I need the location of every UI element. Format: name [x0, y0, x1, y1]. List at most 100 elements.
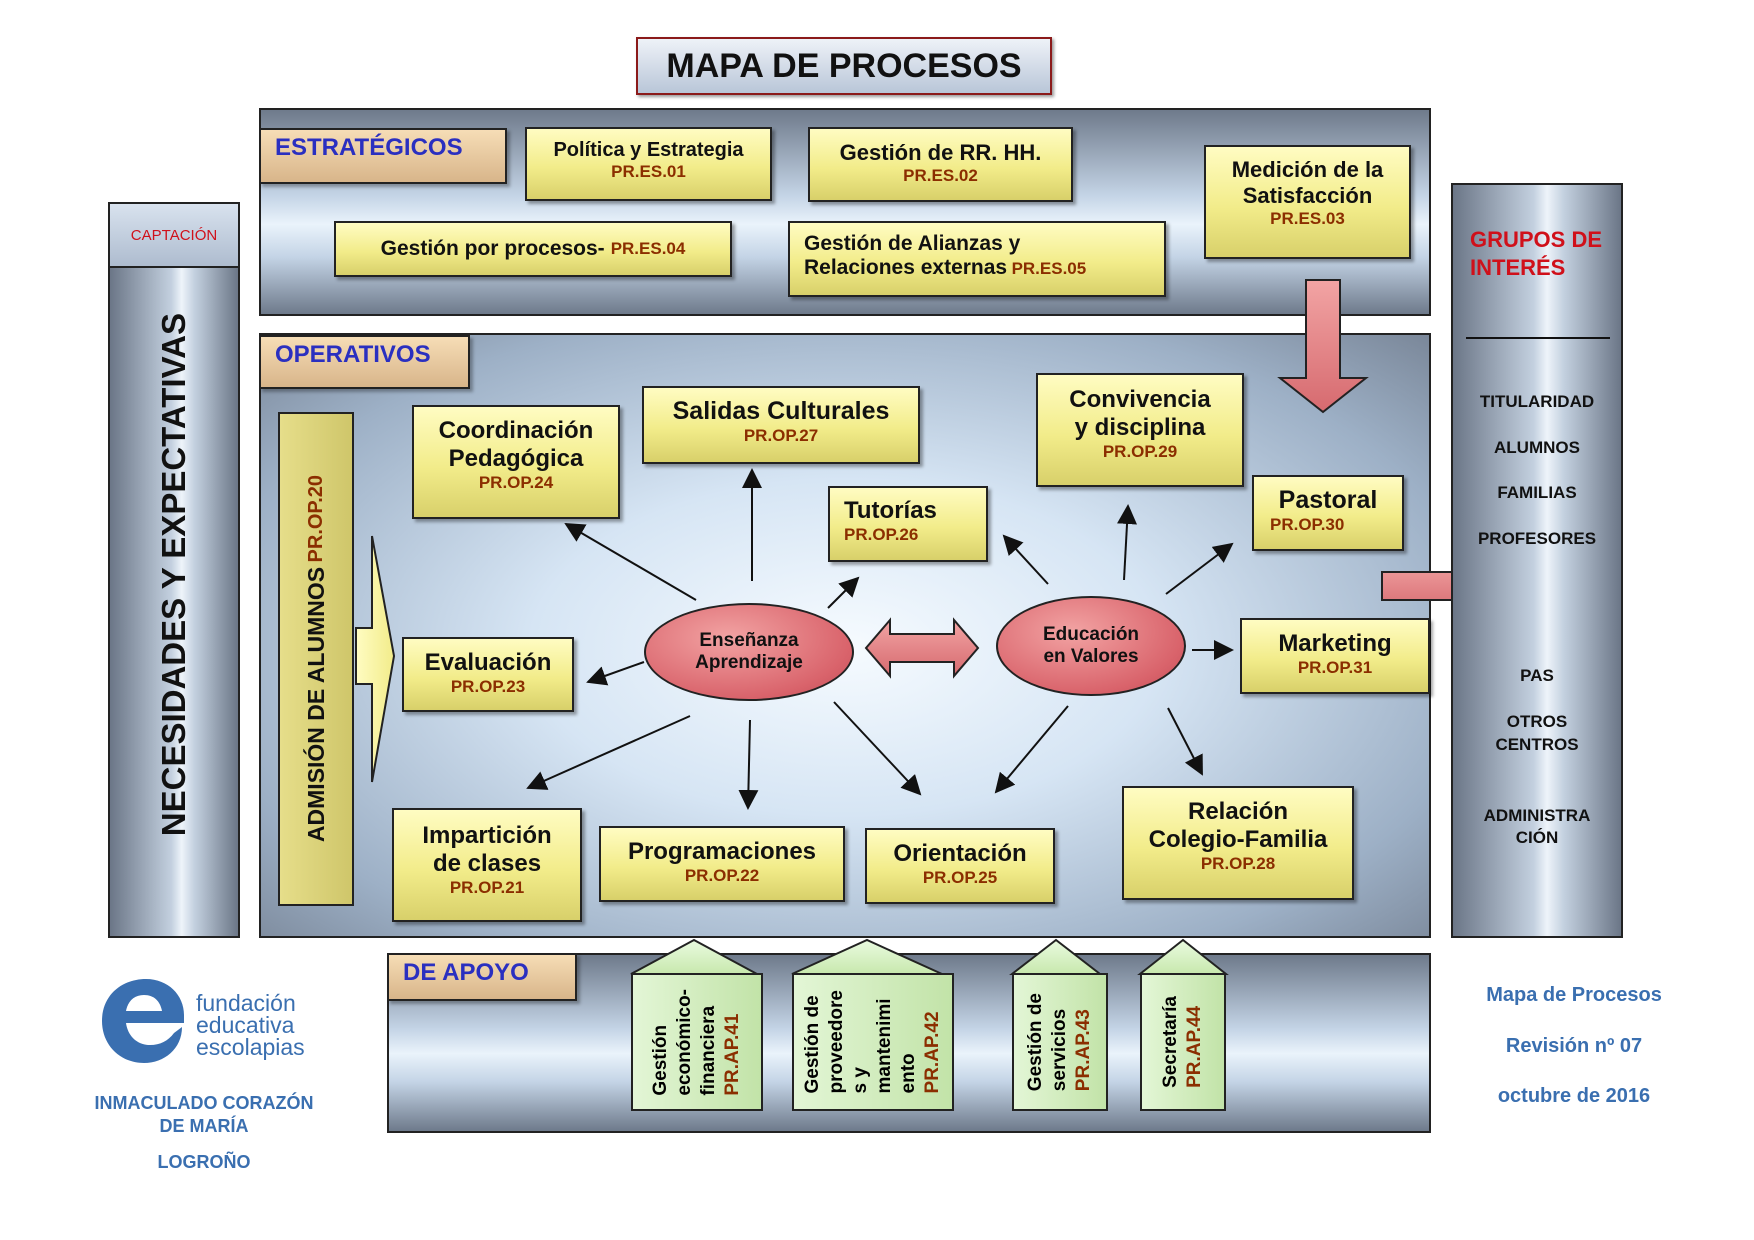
- logo-line3: escolapias: [196, 1034, 305, 1060]
- box-marketing: Marketing PR.OP.31: [1240, 618, 1430, 694]
- arrow-to-imparticion: [526, 715, 691, 790]
- operativos-tag: OPERATIVOS: [259, 335, 470, 389]
- satisfaccion-line2: Satisfacción: [1242, 183, 1373, 208]
- alianzas-line1: Gestión de Alianzas y: [804, 232, 1021, 255]
- apoyo-arrow-42: [791, 938, 943, 975]
- orientacion-line1: Orientación: [893, 840, 1027, 867]
- grupo-familias: FAMILIAS: [1497, 483, 1577, 502]
- title-box: MAPA DE PROCESOS: [636, 37, 1052, 95]
- school-line1: INMACULADO CORAZÓN: [94, 1093, 314, 1113]
- box-satisfaccion: Medición de la Satisfacción PR.ES.03: [1204, 145, 1411, 259]
- apoyo-42-l4: mantenimi: [874, 998, 895, 1094]
- admision-column: ADMISIÓN DE ALUMNOS PR.OP.20: [278, 412, 354, 906]
- convivencia-line1: Convivencia: [1069, 386, 1211, 413]
- arrow-to-orientacion: [833, 701, 922, 796]
- rrhh-name: Gestión de RR. HH.: [839, 140, 1042, 165]
- grupo-administra: ADMINISTRA: [1483, 806, 1591, 825]
- arrow-to-tutorias-2: [1002, 534, 1049, 585]
- apoyo-col-44: Secretaría PR.AP.44: [1140, 973, 1226, 1111]
- box-politica: Política y Estrategia PR.ES.01: [525, 127, 772, 201]
- grupos-column: [1451, 183, 1623, 938]
- admision-arrow: [355, 535, 396, 783]
- arrow-to-tutorias: [827, 576, 860, 609]
- box-programaciones: Programaciones PR.OP.22: [599, 826, 845, 902]
- apoyo-44-l1: Secretaría: [1160, 996, 1181, 1088]
- ense-edu-double-arrow: [864, 617, 980, 679]
- box-relacion: Relación Colegio-Familia PR.OP.28: [1122, 786, 1354, 900]
- evaluacion-line1: Evaluación: [424, 649, 552, 676]
- apoyo-42-l5: ento: [898, 1053, 919, 1094]
- apoyo-41-l2: económico-: [674, 988, 695, 1096]
- arrow-to-evaluacion: [586, 661, 645, 686]
- left-column: [108, 202, 240, 938]
- satisfaccion-code: PR.ES.03: [1270, 209, 1345, 228]
- grupo-pas: PAS: [1520, 666, 1554, 685]
- tutorias-code: PR.OP.26: [844, 525, 919, 544]
- procesos-code: PR.ES.04: [610, 239, 686, 258]
- arrow-to-convivencia: [1117, 504, 1138, 581]
- grupo-cion: CIÓN: [1515, 828, 1559, 847]
- politica-name: Política y Estrategia: [553, 139, 744, 161]
- coordinacion-code: PR.OP.24: [478, 473, 554, 492]
- rrhh-code: PR.ES.02: [903, 166, 978, 185]
- grupos-title-line2: INTERÉS: [1470, 255, 1566, 280]
- box-convivencia: Convivencia y disciplina PR.OP.29: [1036, 373, 1244, 487]
- satisfaccion-line1: Medición de la: [1231, 157, 1384, 182]
- grupo-centros: CENTROS: [1495, 735, 1579, 754]
- coordinacion-line2: Pedagógica: [448, 445, 584, 472]
- alianzas-code: PR.ES.05: [1011, 259, 1087, 278]
- school-name: INMACULADO CORAZÓN DE MARÍA: [64, 1092, 344, 1138]
- captacion-label: CAPTACIÓN: [130, 226, 218, 244]
- apoyo-42-code: PR.AP.42: [922, 1011, 943, 1094]
- box-orientacion: Orientación PR.OP.25: [865, 828, 1055, 904]
- apoyo-col-42: Gestión de proveedore s y mantenimi ento…: [792, 973, 954, 1111]
- logo-line2: educativa: [196, 1012, 295, 1038]
- grupos-divider: [1466, 337, 1610, 339]
- estrategicos-tag: ESTRATÉGICOS: [259, 128, 507, 184]
- apoyo-44-code: PR.AP.44: [1184, 1005, 1205, 1088]
- edu-line2: en Valores: [1043, 646, 1139, 667]
- page-title: MAPA DE PROCESOS: [666, 46, 1022, 85]
- apoyo-41-l3: financiera: [698, 1005, 719, 1096]
- apoyo-43-l1: Gestión de: [1025, 992, 1046, 1092]
- marketing-code: PR.OP.31: [1297, 658, 1373, 677]
- procesos-name: Gestión por procesos-: [380, 237, 605, 260]
- doc-title: Mapa de Procesos: [1486, 984, 1662, 1006]
- fundacion-logo-icon: [102, 979, 184, 1063]
- apoyo-41-code: PR.AP.41: [722, 1013, 743, 1096]
- box-imparticion: Impartición de clases PR.OP.21: [392, 808, 582, 922]
- pastoral-line1: Pastoral: [1278, 486, 1378, 514]
- relacion-line1: Relación: [1187, 798, 1289, 825]
- grupo-titularidad: TITULARIDAD: [1479, 392, 1595, 411]
- salidas-line1: Salidas Culturales: [672, 397, 890, 425]
- evaluacion-code: PR.OP.23: [450, 677, 526, 696]
- convivencia-line2: y disciplina: [1074, 414, 1206, 441]
- apoyo-42-l3: s y: [850, 1067, 871, 1094]
- imparticion-line1: Impartición: [422, 822, 552, 849]
- apoyo-arrow-43: [1009, 938, 1103, 975]
- ense-line1: Enseñanza: [699, 630, 799, 651]
- school-line2: DE MARÍA: [159, 1116, 249, 1136]
- imparticion-code: PR.OP.21: [449, 878, 525, 897]
- arrow-to-coordinacion: [564, 522, 697, 601]
- box-evaluacion: Evaluación PR.OP.23: [402, 637, 574, 712]
- apoyo-42-l1: Gestión de: [802, 995, 823, 1094]
- ellipse-ensenanza: Enseñanza Aprendizaje: [644, 603, 854, 701]
- programaciones-code: PR.OP.22: [684, 866, 760, 885]
- relacion-line2: Colegio-Familia: [1148, 826, 1328, 853]
- tutorias-line1: Tutorías: [844, 497, 937, 524]
- box-rrhh: Gestión de RR. HH. PR.ES.02: [808, 127, 1073, 202]
- politica-code: PR.ES.01: [611, 162, 686, 181]
- alianzas-line2: Relaciones externas: [804, 256, 1008, 279]
- captacion-box: CAPTACIÓN: [108, 202, 240, 268]
- grupo-otros: OTROS: [1506, 712, 1568, 731]
- apoyo-tag: DE APOYO: [387, 953, 577, 1001]
- box-coordinacion: Coordinación Pedagógica PR.OP.24: [412, 405, 620, 519]
- box-tutorias: Tutorías PR.OP.26: [828, 486, 988, 562]
- doc-revision: Revisión nº 07: [1505, 1035, 1643, 1057]
- apoyo-43-code: PR.AP.43: [1073, 1009, 1094, 1092]
- marketing-line1: Marketing: [1278, 630, 1392, 657]
- salidas-code: PR.OP.27: [743, 426, 819, 445]
- pastoral-code: PR.OP.30: [1270, 515, 1345, 534]
